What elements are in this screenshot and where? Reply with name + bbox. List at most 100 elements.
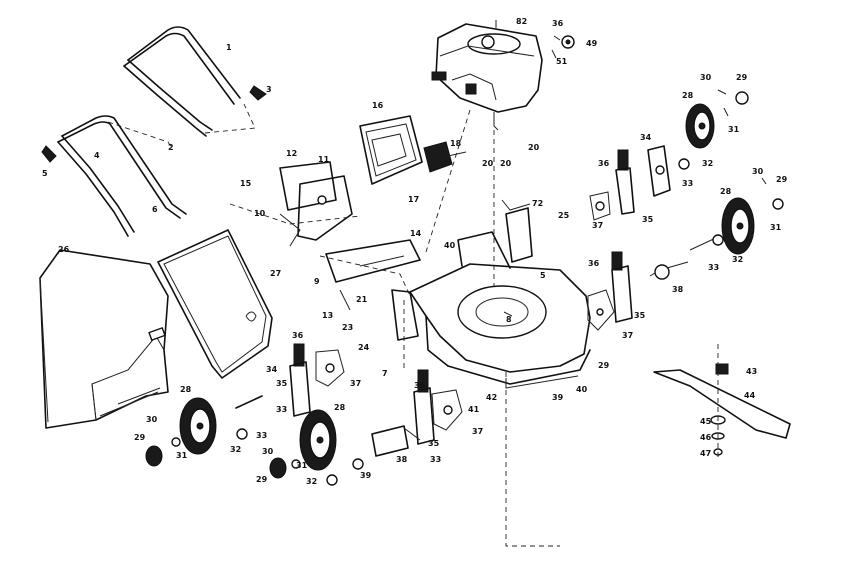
callout-lower-handle: 2 [168, 143, 174, 152]
callout-screw-23: 23 [342, 323, 353, 332]
callout-axle-38a: 38 [672, 285, 684, 294]
callout-wheel-front-left: 28 [334, 403, 346, 412]
callout-nut-30b: 30 [752, 167, 764, 176]
callout-blade: 44 [744, 391, 756, 400]
callout-bolt-15: 15 [240, 179, 252, 188]
callout-plate-35a: 35 [642, 215, 654, 224]
callout-lever-36d: 36 [414, 381, 426, 390]
callout-nut-33e: 33 [430, 455, 441, 464]
engine [425, 20, 543, 300]
height-adjuster-right-front [587, 251, 633, 331]
callout-washer-31a: 31 [728, 125, 740, 134]
callout-bolt-17: 17 [408, 195, 419, 204]
callout-spring-36a: 36 [598, 159, 610, 168]
callouts: 1 3 2 4 5 6 26 27 82 36 49 51 11 12 15 1… [42, 17, 788, 486]
callout-grass-bag: 26 [58, 245, 70, 254]
callout-adjuster-37d: 37 [472, 427, 483, 436]
callout-cap-29a: 29 [736, 73, 748, 82]
callout-lever-34b: 34 [266, 365, 278, 374]
callout-upper-bracket: 11 [318, 155, 330, 164]
callout-cap-29b: 29 [776, 175, 788, 184]
upper-bracket-assembly [229, 161, 421, 311]
height-adjuster-left-front [371, 369, 463, 457]
callout-lever-36c: 36 [292, 331, 304, 340]
callout-bolt-47: 47 [700, 449, 711, 458]
callout-deck: 5 [540, 271, 546, 280]
callout-knob-left: 5 [42, 169, 48, 178]
callout-lever-36b: 36 [588, 259, 600, 268]
rear-right-wheel [685, 89, 749, 149]
callout-washer-24: 24 [358, 343, 370, 352]
callout-bag-frame: 27 [270, 269, 281, 278]
callout-plate-35d: 35 [428, 439, 440, 448]
callout-height-lever-34: 34 [640, 133, 652, 142]
callout-bolt-32c: 32 [230, 445, 241, 454]
mower-deck [391, 199, 591, 547]
blade-assembly [653, 344, 791, 460]
callout-plate-35b: 35 [634, 311, 646, 320]
rear-left-wheel [145, 395, 263, 467]
callout-nut-33d: 33 [256, 431, 267, 440]
callout-adjuster-37c: 37 [350, 379, 361, 388]
callout-washer-31c: 31 [176, 451, 188, 460]
callout-axle-38b: 38 [396, 455, 408, 464]
callout-bolt-42: 42 [486, 393, 497, 402]
upper-handle [123, 26, 267, 137]
callout-cap-29d: 29 [256, 475, 268, 484]
front-right-wheel [649, 177, 784, 280]
callout-washer-39b: 39 [360, 471, 372, 480]
height-adjuster-left-rear [289, 343, 345, 417]
callout-wheel-right-front: 28 [720, 187, 732, 196]
callout-engine: 82 [516, 17, 527, 26]
callout-nut-30c: 30 [146, 415, 158, 424]
callout-upper-handle: 1 [226, 43, 232, 52]
callout-nut-33a: 33 [682, 179, 693, 188]
callout-washer-31b: 31 [770, 223, 782, 232]
callout-bolt-20a: 20 [482, 159, 494, 168]
callout-clip-40: 40 [444, 241, 456, 250]
callout-nut-30d: 30 [262, 447, 274, 456]
callout-washer-39a: 39 [552, 393, 564, 402]
callout-washer-46: 46 [700, 433, 712, 442]
callout-clip-a: 12 [286, 149, 297, 158]
callout-nut-30a: 30 [700, 73, 712, 82]
callout-screw-top: 51 [556, 57, 568, 66]
callout-washer-45: 45 [700, 417, 712, 426]
callout-adjuster-37a: 37 [592, 221, 603, 230]
engine-fasteners [551, 35, 575, 59]
callout-nut-33b: 33 [708, 263, 719, 272]
callout-bolt-20b: 20 [500, 159, 512, 168]
callout-door: 16 [372, 101, 384, 110]
callout-cap-a: 36 [552, 19, 564, 28]
front-left-wheel [269, 409, 364, 486]
callout-cap-b: 49 [586, 39, 598, 48]
callout-spring-7: 7 [382, 369, 388, 378]
callout-bolt-25: 25 [558, 211, 570, 220]
lower-handle [41, 115, 187, 237]
callout-nut-33c: 33 [276, 405, 287, 414]
grass-bag [39, 249, 169, 429]
callout-plate-13: 13 [322, 311, 333, 320]
callout-bolt-20c: 20 [528, 143, 540, 152]
rear-door [359, 115, 467, 185]
callout-plate-35c: 35 [276, 379, 288, 388]
callout-spring-18: 18 [450, 139, 462, 148]
callout-adjuster-37b: 37 [622, 331, 633, 340]
callout-wheel-rear-left: 28 [180, 385, 192, 394]
callout-bolt-29c: 29 [598, 361, 610, 370]
callout-nut-40: 40 [576, 385, 588, 394]
callout-screw-9: 9 [314, 277, 320, 286]
callout-bolt-handle: 4 [94, 151, 100, 160]
callout-rear-right-wheel: 28 [682, 91, 694, 100]
height-adjuster-right-rear [589, 145, 690, 221]
callout-bolt-41: 41 [468, 405, 480, 414]
callout-bolt-lower: 6 [152, 205, 158, 214]
callout-washer-31d: 31 [296, 461, 308, 470]
callout-rod-14: 14 [410, 229, 422, 238]
callout-bracket-21: 21 [356, 295, 368, 304]
callout-bracket-72: 72 [532, 199, 543, 208]
callout-knob-right: 3 [266, 85, 272, 94]
callout-bolt-32a: 32 [702, 159, 713, 168]
